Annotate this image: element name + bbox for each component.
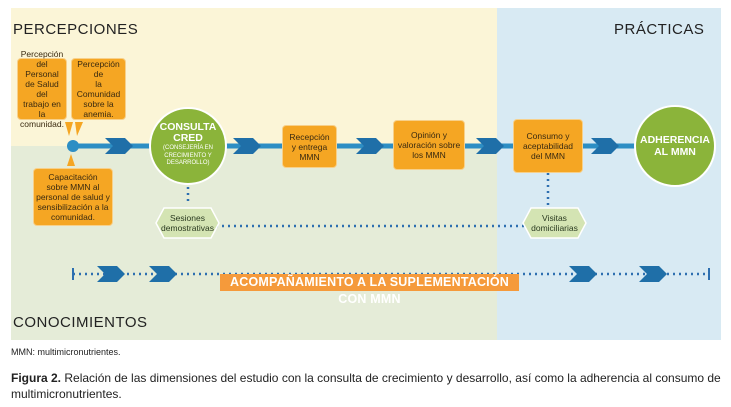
bottom-arrow-1	[97, 266, 125, 282]
opinion-line-3: los MMN	[412, 150, 446, 160]
opinion-line-1: Opinión y	[411, 130, 447, 140]
recepcion-box: Recepción y entrega MMN	[282, 125, 337, 168]
flow-arrow-5	[591, 138, 619, 154]
flow-arrow-1	[105, 138, 133, 154]
adherencia-line-2: AL MMN	[654, 146, 696, 158]
percepcion-personal-line-3: de Salud del	[25, 79, 59, 99]
acompanamiento-banner: ACOMPAÑAMIENTO A LA SUPLEMENTACIÓN CON M…	[220, 274, 519, 306]
visitas-hexagon	[522, 207, 587, 239]
percepcion-comunidad-box: Percepción de la Comunidad sobre la anem…	[71, 58, 126, 120]
practicas-label: PRÁCTICAS	[614, 21, 705, 38]
percepcion-personal-box: Percepción del Personal de Salud del tra…	[17, 49, 67, 129]
consumo-line-1: Consumo y	[526, 131, 570, 141]
recepcion-line-1: Recepción	[289, 131, 330, 142]
consulta-sub-line-2: CRECIMIENTO Y	[164, 152, 212, 159]
caption-label: Figura 2.	[11, 371, 62, 385]
bottom-flow-arrows	[97, 266, 667, 282]
caption-text: Relación de las dimensiones del estudio …	[11, 371, 721, 401]
percepciones-label: PERCEPCIONES	[13, 21, 139, 38]
capacitacion-line-5: comunidad.	[51, 212, 95, 222]
sesiones-line-2: demostrativas	[161, 223, 214, 233]
percepcion-comunidad-line-4: anemia.	[83, 109, 114, 119]
adherencia-text: ADHERENCIA AL MMN	[635, 134, 715, 158]
conocimientos-label: CONOCIMIENTOS	[13, 314, 148, 331]
capacitacion-box: Capacitación sobre MMN al personal de sa…	[33, 168, 113, 226]
consumo-line-2: aceptabilidad	[522, 141, 574, 151]
bottom-arrow-4	[639, 266, 667, 282]
consumo-line-3: del MMN	[530, 151, 565, 161]
visitas-line-2: domiciliarias	[531, 223, 578, 233]
visitas-line-1: Visitas	[542, 213, 567, 223]
percepcion-personal-line-2: del Personal	[25, 59, 59, 79]
pointer-capacitacion	[67, 154, 75, 166]
bottom-arrow-2	[149, 266, 177, 282]
sesiones-hexagon	[155, 207, 220, 239]
flow-arrow-3	[356, 138, 384, 154]
capacitacion-line-2: sobre MMN al	[46, 182, 100, 192]
adherencia-circle	[634, 105, 716, 187]
percepcion-comunidad-line-2: la Comunidad	[76, 79, 121, 99]
flow-arrow-4	[476, 138, 504, 154]
study-dimensions-diagram: PERCEPCIONES PRÁCTICAS CONOCIMIENTOS Per…	[11, 8, 721, 340]
recepcion-line-3: MMN	[299, 151, 320, 162]
consulta-title-line-1: CONSULTA	[159, 121, 217, 133]
flow-start-dot	[67, 140, 79, 152]
consulta-cred-circle	[149, 107, 227, 185]
visitas-text: Visitas domiciliarias	[523, 213, 586, 233]
percepcion-comunidad-line-1: Percepción de	[77, 59, 120, 79]
percepcion-personal-line-1: Percepción	[20, 49, 64, 59]
consulta-cred-text: CONSULTA CRED (CONSEJERÍA EN CRECIMIENTO…	[150, 122, 226, 168]
capacitacion-line-4: sensibilización a la	[37, 202, 109, 212]
adherencia-line-1: ADHERENCIA	[639, 134, 710, 146]
sesiones-text: Sesiones demostrativas	[156, 213, 219, 233]
abbreviation-note: MMN: multimicronutrientes.	[11, 347, 121, 357]
figure-caption: Figura 2. Relación de las dimensiones de…	[11, 370, 723, 402]
pointer-percepcion-personal	[65, 122, 73, 136]
opinion-line-2: valoración sobre	[397, 140, 461, 150]
consulta-sub-line-3: DESARROLLO)	[166, 160, 210, 166]
consulta-title-line-2: CRED	[173, 132, 203, 144]
consulta-sub-line-1: (CONSEJERÍA EN	[162, 145, 213, 151]
flow-arrow-2	[233, 138, 261, 154]
capacitacion-line-3: personal de salud y	[36, 192, 110, 202]
percepcion-personal-line-5: comunidad.	[20, 119, 64, 129]
recepcion-line-2: y entrega	[291, 141, 328, 152]
pointer-percepcion-comunidad	[75, 122, 83, 136]
capacitacion-line-1: Capacitación	[48, 172, 98, 182]
percepcion-personal-line-4: trabajo en la	[23, 99, 61, 119]
bottom-arrow-3	[569, 266, 597, 282]
opinion-box: Opinión y valoración sobre los MMN	[393, 120, 465, 170]
sesiones-line-1: Sesiones	[170, 213, 205, 223]
consumo-box: Consumo y aceptabilidad del MMN	[513, 119, 583, 173]
percepcion-comunidad-line-3: sobre la	[83, 99, 114, 109]
main-flow-arrows	[105, 138, 619, 154]
